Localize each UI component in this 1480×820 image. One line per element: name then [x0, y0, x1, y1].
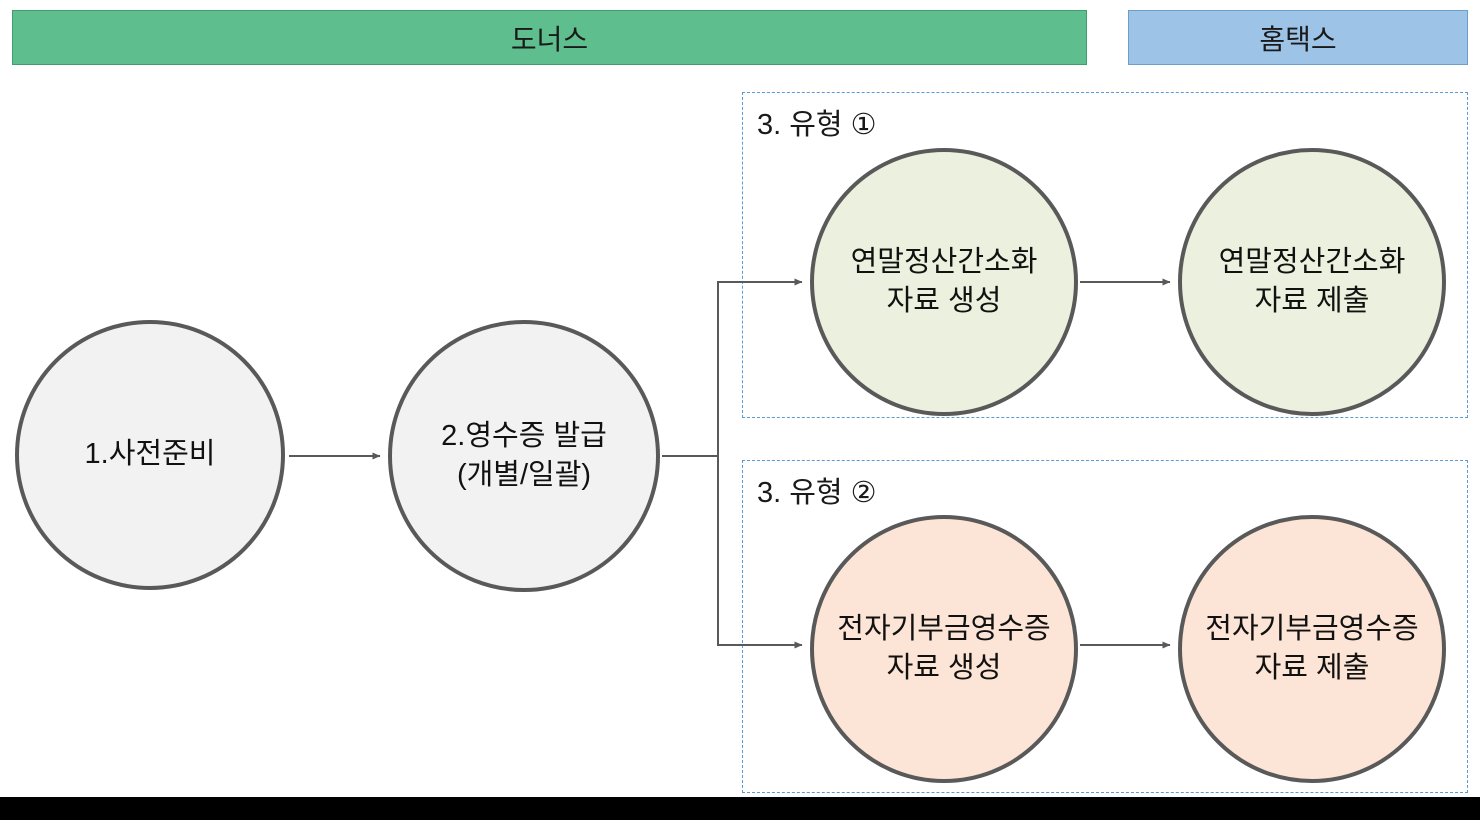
- node-step1-label: 1.사전준비: [84, 438, 216, 471]
- node-step2-receipt-issue: 2.영수증 발급 (개별/일괄): [388, 320, 660, 592]
- hometax-header-label: 홈택스: [1259, 23, 1337, 55]
- type2-group-label: 3. 유형 ②: [757, 477, 877, 509]
- node-type1-create-label: 연말정산간소화 자료 생성: [850, 245, 1038, 317]
- node-type2-create-data: 전자기부금영수증 자료 생성: [810, 515, 1078, 783]
- type1-group-label: 3. 유형 ①: [757, 109, 877, 141]
- donus-header-bar: 도너스: [12, 10, 1087, 65]
- node-type1-submit-label: 연말정산간소화 자료 제출: [1218, 245, 1406, 317]
- node-type1-submit-data: 연말정산간소화 자료 제출: [1178, 148, 1446, 416]
- node-step2-label: 2.영수증 발급 (개별/일괄): [441, 419, 607, 491]
- type1-group-box: 3. 유형 ①: [742, 92, 1468, 418]
- node-type2-submit-data: 전자기부금영수증 자료 제출: [1178, 515, 1446, 783]
- bottom-black-bar: [0, 797, 1480, 820]
- node-type1-create-data: 연말정산간소화 자료 생성: [810, 148, 1078, 416]
- hometax-header-bar: 홈택스: [1128, 10, 1468, 65]
- node-type2-submit-label: 전자기부금영수증 자료 제출: [1205, 612, 1419, 684]
- donus-header-label: 도너스: [510, 23, 589, 55]
- node-type2-create-label: 전자기부금영수증 자료 생성: [837, 612, 1051, 684]
- node-step1-preparation: 1.사전준비: [15, 320, 285, 590]
